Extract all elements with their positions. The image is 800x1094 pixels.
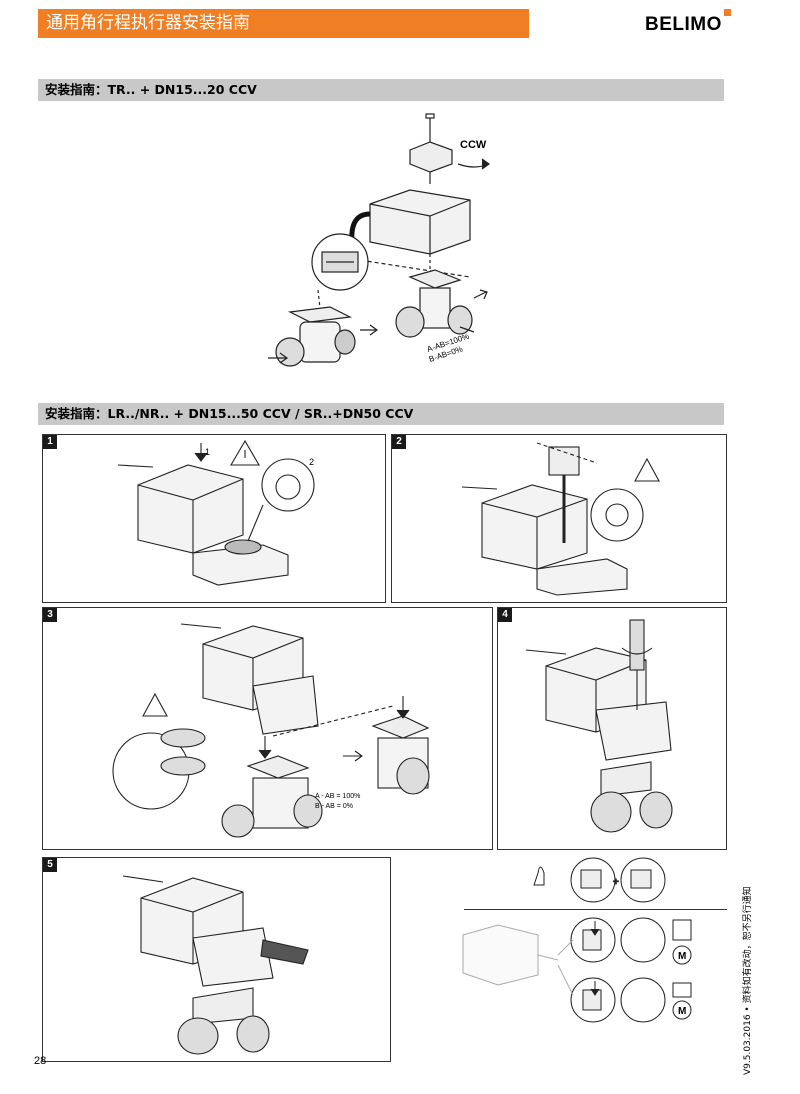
step-3-number: 3 bbox=[43, 608, 57, 622]
step-4-number: 4 bbox=[498, 608, 512, 622]
step-3-illustration: A - AB = 100% B - AB = 0% bbox=[112, 623, 430, 838]
motor-icon-label-2: M bbox=[678, 1006, 686, 1017]
page-number: 28 bbox=[34, 1055, 47, 1067]
brand-text: BELIMO bbox=[645, 14, 722, 35]
step-4-illustration bbox=[525, 619, 673, 833]
step-5-panel: 5 bbox=[42, 857, 391, 1062]
step-2-panel: 2 bbox=[391, 434, 727, 603]
divider-line bbox=[464, 909, 727, 910]
step-3-panel: 3 A - AB = 100% B bbox=[42, 607, 493, 850]
step-3-valve-text-1: A - AB = 100% bbox=[315, 793, 360, 800]
tr-install-diagram: CCW A-AB=100% B-AB=0% bbox=[268, 113, 491, 367]
step-2-number: 2 bbox=[392, 435, 406, 449]
step-1-number: 1 bbox=[43, 435, 57, 449]
belimo-logo: BELIMO bbox=[645, 9, 731, 36]
section-tr-title: 安装指南：TR.. + DN15...20 CCV bbox=[38, 79, 724, 101]
step-5-illustration bbox=[122, 875, 309, 1055]
version-note: V9.5.03.2016 • 资料如有改动，恕不另行通知 bbox=[743, 886, 753, 1075]
callout-1: 1 bbox=[205, 447, 210, 457]
step-2-illustration bbox=[461, 442, 660, 596]
motor-icon-label-1: M bbox=[678, 951, 686, 962]
step-4-panel: 4 bbox=[497, 607, 727, 850]
step-1-illustration: 1 2 bbox=[117, 439, 315, 586]
step-3-valve-text-2: B - AB = 0% bbox=[315, 803, 353, 810]
page-title: 通用角行程执行器安装指南 bbox=[38, 9, 529, 38]
step-1-panel: 1 1 2 bbox=[42, 434, 386, 603]
step-5-number: 5 bbox=[43, 858, 57, 872]
manual-override-diagram: + M M bbox=[462, 857, 692, 1023]
callout-2: 2 bbox=[309, 457, 314, 467]
svg-text:+: + bbox=[613, 877, 619, 888]
logo-dot bbox=[723, 9, 731, 16]
section-lr-title: 安装指南：LR../NR.. + DN15...50 CCV / SR..+DN… bbox=[38, 403, 724, 425]
ccw-label: CCW bbox=[460, 139, 487, 151]
